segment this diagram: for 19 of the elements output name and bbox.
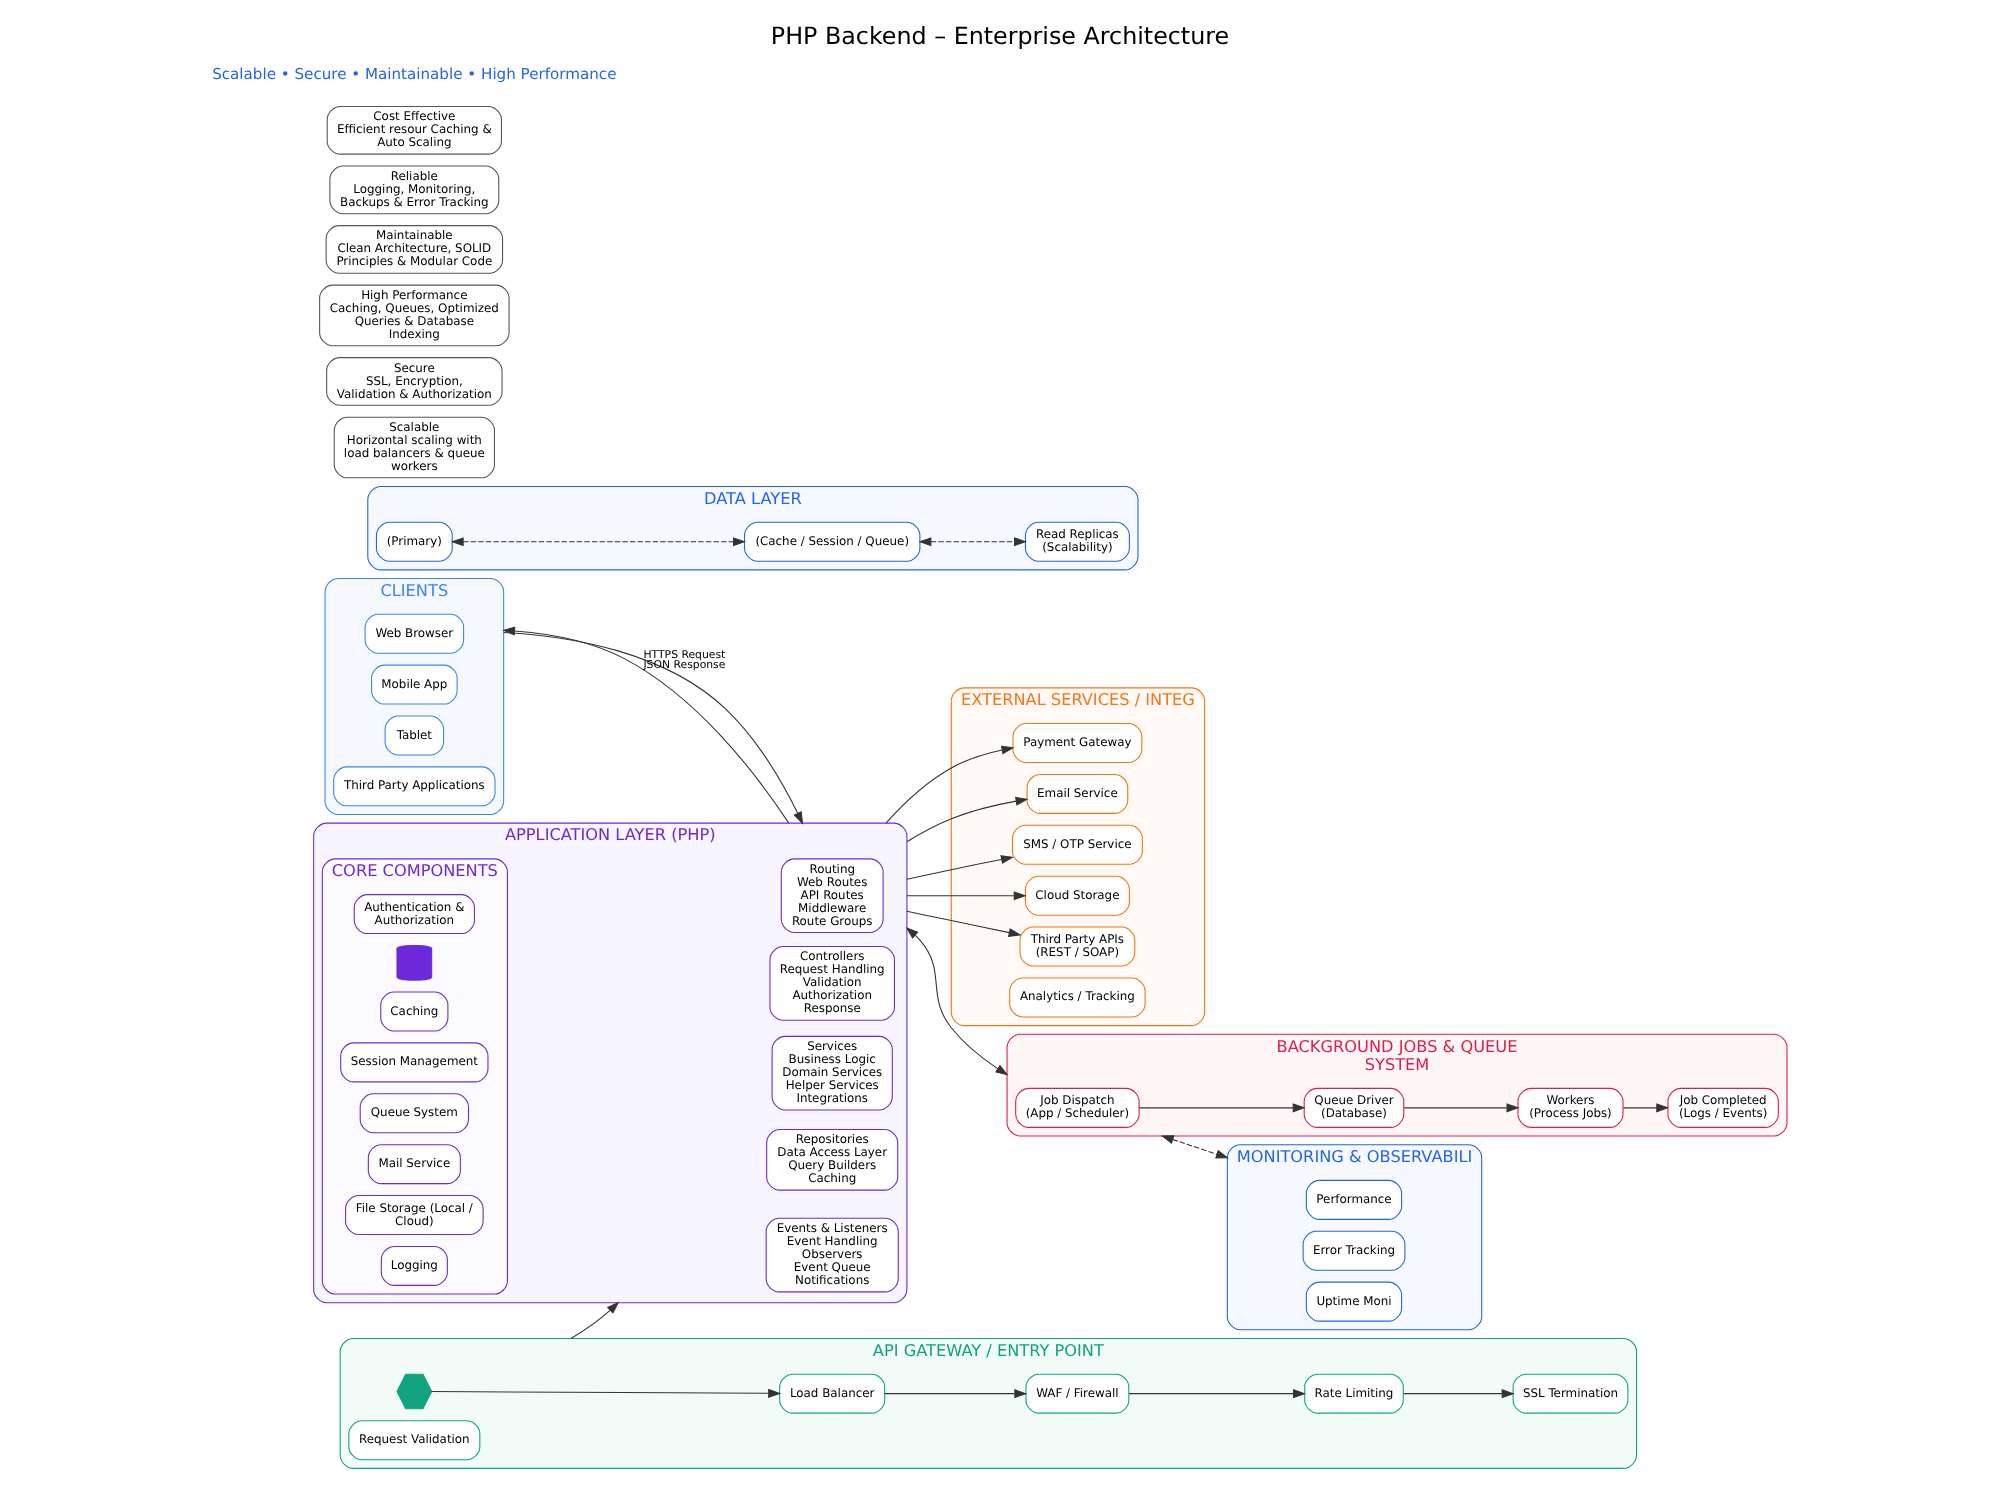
arrow <box>884 1389 1028 1399</box>
arrow <box>905 926 1009 1076</box>
arrow <box>1160 1135 1229 1159</box>
arrow <box>1403 1103 1520 1113</box>
arrow <box>1138 1103 1306 1113</box>
arrow <box>906 796 1029 843</box>
arrow <box>906 891 1027 901</box>
arrow <box>885 745 1015 824</box>
arrow <box>1128 1389 1307 1399</box>
node-hexagon <box>396 1373 433 1410</box>
arrow <box>431 1388 782 1398</box>
arrow <box>1622 1103 1670 1113</box>
arrow <box>1403 1389 1515 1399</box>
arrow <box>906 855 1014 880</box>
arrow <box>570 1301 620 1339</box>
arrow <box>906 910 1022 938</box>
diagram-title: PHP Backend – Enterprise Architecture <box>770 22 1230 51</box>
arrow <box>450 537 746 547</box>
arrow <box>918 537 1028 547</box>
